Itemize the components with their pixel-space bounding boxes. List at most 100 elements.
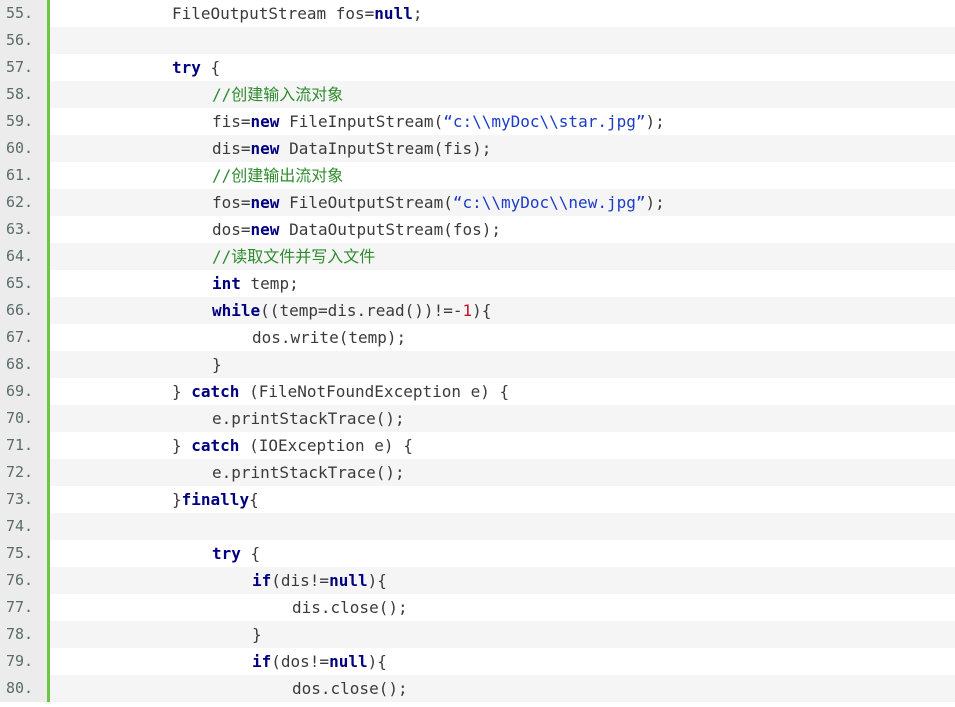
line-number: 67.	[0, 324, 47, 351]
code-line: 79.if(dos!=null){	[0, 648, 955, 675]
code-line: 75.try {	[0, 540, 955, 567]
code-content: dos.write(temp);	[50, 324, 955, 351]
code-line: 68.}	[0, 351, 955, 378]
code-content: e.printStackTrace();	[50, 459, 955, 486]
code-text: {	[249, 490, 259, 509]
gutter-accent-bar	[47, 297, 50, 324]
code-line: 66.while((temp=dis.read())!=-1){	[0, 297, 955, 324]
code-keyword: new	[250, 193, 280, 212]
code-content: dis=new DataInputStream(fis);	[50, 135, 955, 162]
code-keyword: try	[212, 544, 241, 563]
code-content: } catch (IOException e) {	[50, 432, 955, 459]
code-text: FileInputStream(	[279, 112, 444, 131]
code-text: {	[240, 544, 261, 563]
code-content: FileOutputStream fos=null;	[50, 0, 955, 27]
code-keyword: try	[172, 58, 201, 77]
code-keyword: null	[329, 571, 368, 590]
code-content: dos=new DataOutputStream(fos);	[50, 216, 955, 243]
line-number: 55.	[0, 0, 47, 27]
line-number: 71.	[0, 432, 47, 459]
gutter-accent-bar	[47, 486, 50, 513]
gutter-accent-bar	[47, 378, 50, 405]
code-string: “c:\\myDoc\\star.jpg”	[443, 112, 646, 131]
code-text: dis=	[212, 139, 251, 158]
code-text: }	[172, 490, 182, 509]
code-content: //创建输出流对象	[50, 162, 955, 189]
code-text: dos=	[212, 220, 251, 239]
line-number: 62.	[0, 189, 47, 216]
line-number: 69.	[0, 378, 47, 405]
code-line: 71.} catch (IOException e) {	[0, 432, 955, 459]
gutter-accent-bar	[47, 270, 50, 297]
code-text: e.printStackTrace();	[212, 409, 405, 428]
code-keyword: while	[212, 301, 261, 320]
gutter-accent-bar	[47, 216, 50, 243]
code-text: ((temp=dis.read())!=-	[260, 301, 463, 320]
code-content: int temp;	[50, 270, 955, 297]
code-text: FileOutputStream(	[279, 193, 453, 212]
code-text: }	[172, 382, 192, 401]
code-line: 76.if(dis!=null){	[0, 567, 955, 594]
code-keyword: int	[212, 274, 241, 293]
code-text: dis.close();	[292, 598, 408, 617]
line-number: 59.	[0, 108, 47, 135]
code-content: fos=new FileOutputStream(“c:\\myDoc\\new…	[50, 189, 955, 216]
code-text: temp;	[240, 274, 299, 293]
line-number: 60.	[0, 135, 47, 162]
code-keyword: new	[250, 139, 280, 158]
code-text: }	[212, 355, 222, 374]
code-text: ;	[412, 4, 423, 23]
code-text: e.printStackTrace();	[212, 463, 405, 482]
line-number: 73.	[0, 486, 47, 513]
gutter-accent-bar	[47, 135, 50, 162]
code-content: try {	[50, 540, 955, 567]
line-number: 65.	[0, 270, 47, 297]
code-text: (dos!=	[271, 652, 330, 671]
gutter-accent-bar	[47, 0, 50, 27]
gutter-accent-bar	[47, 567, 50, 594]
code-text: (FileNotFoundException e) {	[239, 382, 510, 401]
line-number: 74.	[0, 513, 47, 540]
line-number: 76.	[0, 567, 47, 594]
gutter-accent-bar	[47, 162, 50, 189]
code-line: 77.dis.close();	[0, 594, 955, 621]
line-number: 79.	[0, 648, 47, 675]
code-content: } catch (FileNotFoundException e) {	[50, 378, 955, 405]
code-content: }finally{	[50, 486, 955, 513]
line-number: 56.	[0, 27, 47, 54]
gutter-accent-bar	[47, 81, 50, 108]
code-text: ){	[472, 301, 492, 320]
code-line: 64.//读取文件并写入文件	[0, 243, 955, 270]
code-content: if(dos!=null){	[50, 648, 955, 675]
gutter-accent-bar	[47, 54, 50, 81]
code-keyword: null	[329, 652, 368, 671]
line-number: 57.	[0, 54, 47, 81]
line-number: 80.	[0, 675, 47, 702]
code-text: DataInputStream(fis);	[279, 139, 492, 158]
code-text: {	[200, 58, 221, 77]
gutter-accent-bar	[47, 27, 50, 54]
code-line: 55.FileOutputStream fos=null;	[0, 0, 955, 27]
gutter-accent-bar	[47, 108, 50, 135]
code-content: try {	[50, 54, 955, 81]
code-line: 58.//创建输入流对象	[0, 81, 955, 108]
code-text: }	[252, 625, 262, 644]
gutter-accent-bar	[47, 513, 50, 540]
code-line: 59.fis=new FileInputStream(“c:\\myDoc\\s…	[0, 108, 955, 135]
gutter-accent-bar	[47, 324, 50, 351]
code-content: //读取文件并写入文件	[50, 243, 955, 270]
gutter-accent-bar	[47, 621, 50, 648]
code-text: ){	[367, 571, 387, 590]
code-keyword: finally	[181, 490, 250, 509]
gutter-accent-bar	[47, 648, 50, 675]
code-text: );	[645, 193, 665, 212]
code-keyword: if	[252, 571, 272, 590]
gutter-accent-bar	[47, 351, 50, 378]
code-line: 62.fos=new FileOutputStream(“c:\\myDoc\\…	[0, 189, 955, 216]
code-keyword: catch	[191, 436, 240, 455]
code-line: 56.	[0, 27, 955, 54]
code-line: 69.} catch (FileNotFoundException e) {	[0, 378, 955, 405]
line-number: 58.	[0, 81, 47, 108]
code-content: e.printStackTrace();	[50, 405, 955, 432]
code-content: }	[50, 351, 955, 378]
